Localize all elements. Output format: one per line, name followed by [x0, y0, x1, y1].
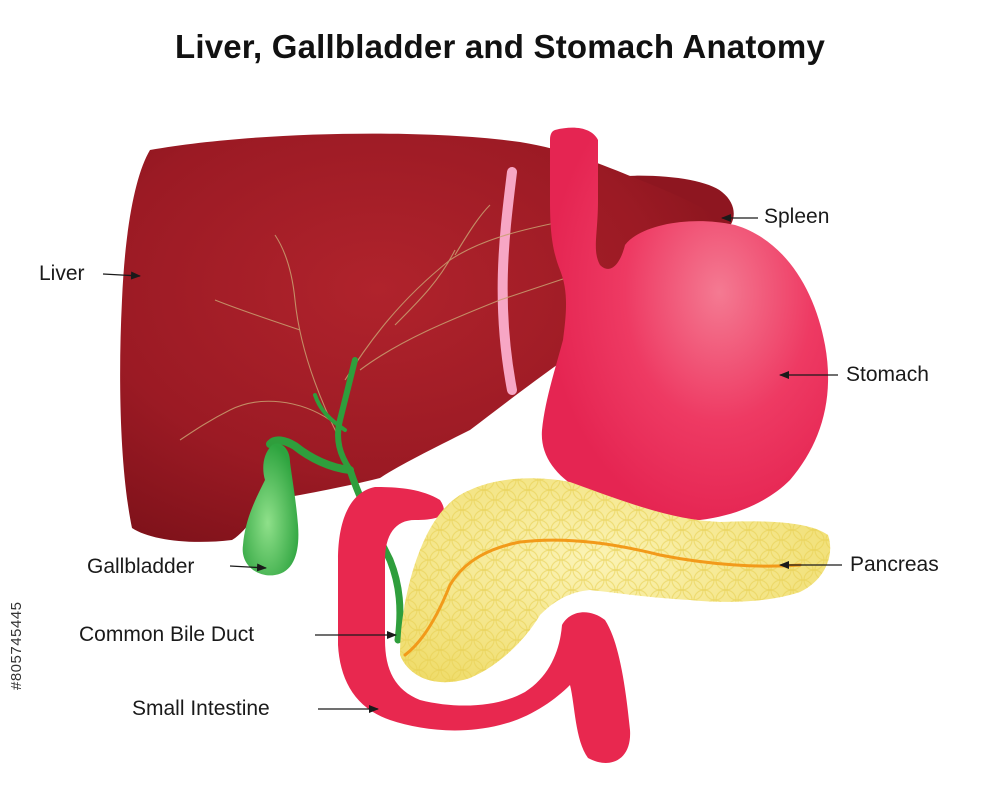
common-bile-duct-label: Common Bile Duct: [79, 623, 255, 646]
leader-gallbladder: [229, 563, 267, 572]
gallbladder-label: Gallbladder: [87, 555, 195, 578]
stomach-organ: [541, 127, 829, 520]
leader-lines: [102, 214, 842, 713]
page-title: Liver, Gallbladder and Stomach Anatomy: [174, 28, 826, 65]
leader-liver: [102, 271, 141, 280]
small-intestine-organ: [338, 487, 631, 763]
liver-label: Liver: [39, 262, 85, 285]
small-intestine-label: Small Intestine: [132, 697, 270, 720]
pancreatic-duct: [403, 538, 802, 657]
spleen-label: Spleen: [764, 205, 830, 228]
stock-id-text: #805745445: [8, 601, 25, 690]
pancreas-label: Pancreas: [850, 553, 939, 576]
falciform-ligament: [497, 167, 517, 395]
liver-bile-veins: [179, 204, 591, 441]
stomach-label: Stomach: [846, 363, 929, 386]
pancreas-lobules: [400, 478, 831, 683]
gallbladder-organ: [242, 443, 299, 576]
